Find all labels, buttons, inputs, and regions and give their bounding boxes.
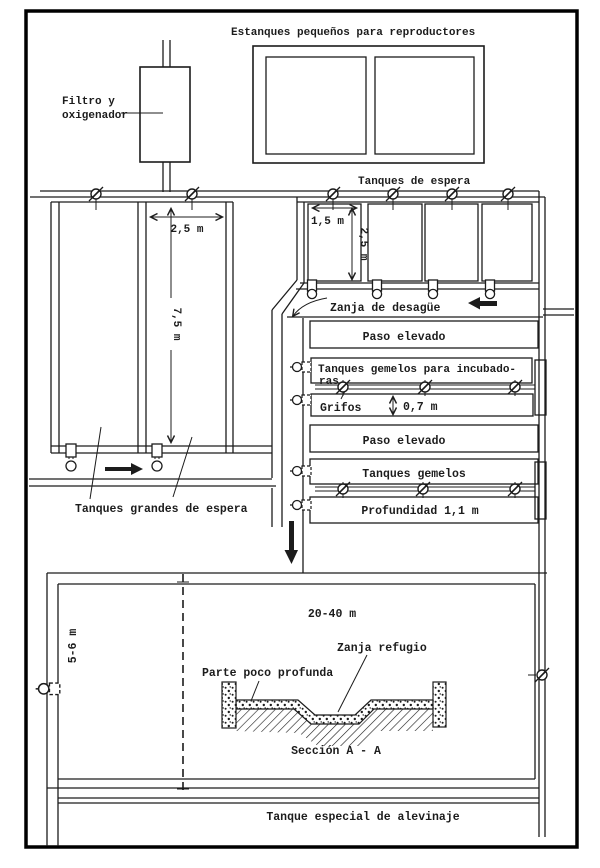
large-holding-tanks-label: Tanques grandes de espera (75, 503, 248, 516)
breeder-pond-2 (374, 56, 475, 155)
filter-label-line2: oxigenador (62, 110, 128, 122)
drain-outlet-icon (371, 279, 383, 300)
breeder-ponds-outer (252, 45, 485, 164)
taps-label: Grifos (320, 402, 362, 415)
shallow-part-label: Parte poco profunda (202, 667, 333, 680)
depth-label: Profundidad 1,1 m (361, 505, 478, 518)
walkway-1-box (309, 320, 539, 349)
tank-end-connector (534, 359, 547, 416)
incubator-tanks-label-line1: Tanques gemelos para incubado- (318, 364, 516, 376)
drainage-ditch-label: Zanja de desagüe (330, 302, 441, 315)
breeder-ponds-title: Estanques pequeños para reproductores (231, 27, 475, 39)
dim-incubator-width: 0,7 m (403, 401, 438, 414)
dim-large-tank-width: 2,5 m (170, 224, 203, 236)
drain-outlet-icon (427, 279, 439, 300)
walkway-2-box (309, 424, 539, 453)
leader-line (250, 680, 260, 702)
filter-box (139, 66, 191, 163)
leader-line (340, 390, 346, 400)
small-tank-3 (424, 203, 479, 282)
drain-outlet-icon (151, 443, 163, 472)
dim-fry-pond-width: 5-6 m (67, 629, 80, 664)
section-right-wall (432, 681, 447, 728)
walkway-1-label: Paso elevado (363, 331, 446, 344)
drain-outlet-icon (65, 443, 77, 472)
twin-tanks-label: Tanques gemelos (362, 468, 466, 481)
dim-small-tank-length: 2,5 m (357, 227, 369, 260)
dim-large-tank-length: 7,5 m (170, 307, 182, 340)
drain-outlet-icon (484, 279, 496, 300)
pond-right-valve (528, 667, 550, 683)
dim-fry-pond-length: 20-40 m (308, 608, 356, 621)
filter-unit: Filtro y oxigenador (62, 40, 191, 192)
leader-line (172, 436, 193, 498)
refuge-ditch-label: Zanja refugio (337, 642, 427, 655)
flow-curve-arrow-icon (293, 297, 328, 316)
flow-down-arrow-icon (284, 521, 298, 564)
walkway-2-label: Paso elevado (363, 435, 446, 448)
section-label: Sección A - A (291, 745, 381, 758)
drain-outlet-icon (306, 279, 318, 300)
incubator-section: Paso elevado Tanques gemelos para incuba… (289, 318, 547, 573)
small-tank-2 (367, 203, 423, 282)
tap-valves-row-2 (335, 481, 523, 498)
holding-tanks-label: Tanques de espera (358, 176, 471, 188)
incubator-tanks-label-line2: ras (319, 376, 339, 388)
dim-small-tank-width: 1,5 m (311, 216, 344, 228)
tank-end-connector (534, 461, 547, 520)
flow-right-arrow-icon (105, 463, 143, 475)
small-tank-4 (481, 203, 533, 282)
leader-line (89, 426, 102, 500)
fry-tank-label: Tanque especial de alevinaje (266, 811, 459, 824)
supply-pipe: Tanques de espera (30, 176, 546, 837)
section-ground-hatch (236, 709, 433, 746)
leader-line (337, 654, 368, 713)
flow-left-arrow-icon (468, 297, 497, 310)
cross-section: Zanja refugio Parte poco profunda Secció… (202, 642, 447, 758)
fry-pond: 20-40 m 5-6 m Zanja refugio Parte poco p… (34, 572, 550, 846)
large-holding-tanks: 2,5 m 7,5 m Tanques grandes de espera (29, 201, 276, 516)
drainage-ditch: Zanja de desagüe (271, 279, 574, 564)
tap-valves-row-1 (335, 379, 523, 396)
breeder-ponds: Estanques pequeños para reproductores (231, 27, 485, 164)
filter-label-line1: Filtro y (62, 96, 115, 108)
small-holding-tanks: 1,5 m 2,5 m (296, 197, 539, 300)
breeder-pond-1 (265, 56, 367, 155)
section-left-wall (221, 681, 237, 729)
